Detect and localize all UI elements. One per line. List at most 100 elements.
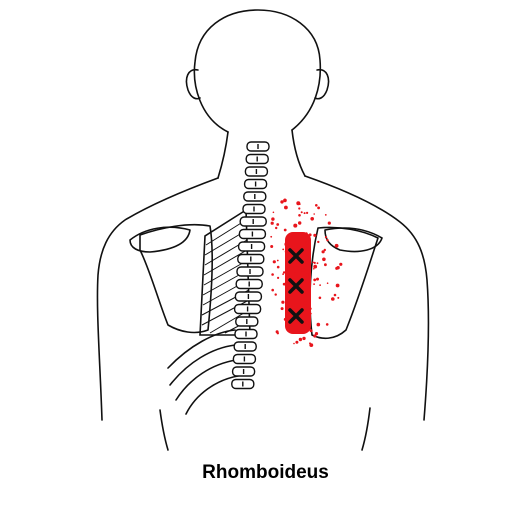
rib-2	[169, 344, 236, 386]
right-scapula	[309, 226, 379, 340]
pain-dot	[283, 317, 287, 321]
pain-dot	[334, 243, 339, 248]
pain-dot	[270, 235, 273, 238]
pain-dot	[271, 217, 275, 221]
pain-dot	[280, 200, 284, 204]
pain-dot	[303, 212, 306, 215]
pain-dot	[316, 277, 319, 281]
pain-dot	[313, 233, 317, 237]
pain-dot	[314, 332, 319, 336]
pain-dot	[305, 232, 308, 235]
pain-dot	[335, 266, 339, 270]
pain-dot	[275, 226, 278, 230]
pain-dot	[301, 268, 306, 272]
pain-dot	[282, 273, 284, 275]
trigger-point-marker	[288, 278, 304, 294]
pain-dot	[298, 203, 301, 206]
pain-dot	[289, 266, 291, 269]
pain-dot	[309, 329, 313, 333]
pain-dot	[313, 268, 315, 270]
pain-dot	[313, 334, 317, 338]
pain-dot	[309, 343, 314, 347]
neck-left	[217, 131, 229, 179]
left-scapula	[139, 223, 213, 334]
pain-dot	[298, 214, 301, 217]
pain-dot	[271, 288, 275, 292]
pain-dot	[300, 233, 304, 236]
pain-dot	[317, 206, 320, 210]
pain-dot	[274, 293, 277, 296]
right-ear	[314, 68, 330, 100]
lower-back-right	[361, 407, 371, 451]
pain-dot	[272, 260, 276, 264]
rib-4	[185, 375, 239, 415]
pain-dot	[291, 235, 294, 238]
pain-dot	[305, 273, 309, 277]
pain-dot	[290, 265, 294, 268]
pain-dot	[276, 223, 280, 226]
pain-dot	[324, 236, 328, 239]
pain-dot	[319, 284, 321, 286]
pain-dot	[293, 223, 298, 228]
pain-dot	[303, 322, 307, 326]
pain-dot	[326, 282, 329, 285]
pain-dot	[271, 273, 274, 276]
trigger-points	[288, 248, 304, 324]
pain-dot	[294, 272, 297, 275]
pain-dot	[282, 248, 285, 251]
right-shoulder	[304, 175, 430, 421]
trigger-point-marker	[288, 308, 304, 324]
pain-dot	[313, 278, 317, 282]
pain-dot	[285, 297, 288, 300]
neck-right	[291, 129, 306, 177]
pain-dot	[270, 245, 274, 248]
pain-dot	[309, 307, 312, 310]
right-acromion	[324, 227, 383, 253]
pain-dot	[337, 296, 340, 299]
pain-dot	[270, 221, 274, 225]
pain-dot	[295, 263, 300, 267]
pain-dot	[296, 321, 300, 324]
pain-dot	[300, 211, 303, 214]
pain-dot	[293, 342, 295, 345]
pain-dot	[318, 296, 322, 300]
pain-dot	[282, 282, 286, 286]
pain-dot	[305, 255, 309, 260]
pain-dot	[283, 228, 287, 232]
figure-caption: Rhomboideus	[202, 462, 329, 483]
pain-dot	[303, 301, 308, 305]
pain-dot	[324, 263, 327, 267]
pain-dot	[325, 323, 329, 326]
rib-3	[175, 359, 237, 401]
pain-dot	[315, 204, 318, 207]
referred-pain-zone	[270, 198, 343, 347]
pain-dot	[295, 340, 299, 344]
pain-dot	[317, 240, 320, 244]
pain-dot	[298, 337, 303, 342]
left-ear	[185, 68, 201, 100]
pain-dot	[284, 205, 288, 210]
pain-dot	[312, 261, 314, 264]
pain-dot	[326, 239, 329, 242]
pain-dot	[308, 324, 311, 328]
pain-dot	[321, 250, 325, 254]
pain-dot	[276, 332, 279, 335]
spine	[231, 141, 270, 390]
pain-dot	[298, 207, 301, 210]
pain-dot	[272, 211, 275, 214]
pain-dot	[323, 248, 326, 252]
pain-dot	[308, 238, 311, 241]
trigger-point-marker	[288, 248, 304, 264]
pain-dot	[306, 280, 310, 285]
pain-dot	[333, 293, 337, 297]
pain-dot	[322, 257, 326, 262]
pain-dot	[339, 262, 343, 266]
pain-dot	[310, 217, 315, 221]
pain-dot	[280, 307, 284, 311]
pain-dot	[284, 242, 289, 247]
pain-dot	[313, 261, 316, 264]
pain-dot	[282, 271, 286, 274]
pain-dot	[283, 198, 287, 203]
pain-dot	[306, 211, 309, 214]
